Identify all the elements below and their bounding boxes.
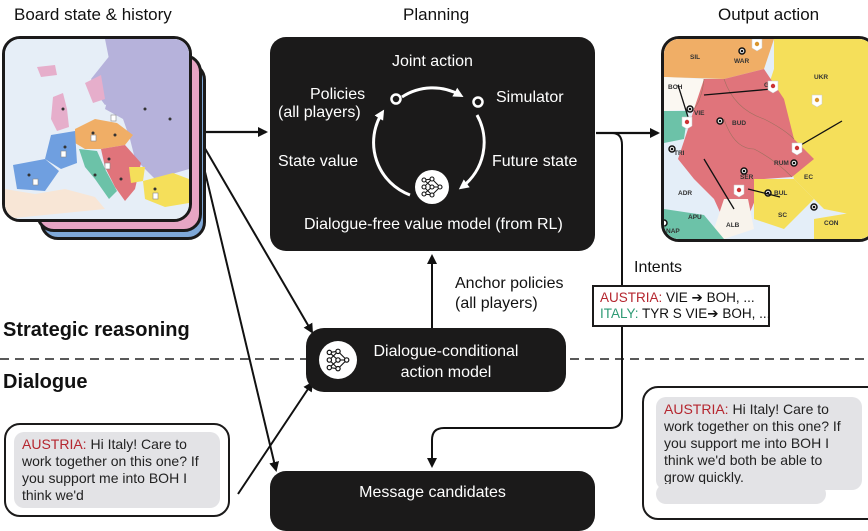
intent-text: TYR S VIE➔ BOH, ...: [638, 306, 771, 321]
italy-region: [664, 209, 724, 239]
planning-box: Joint action Policies (all players) Simu…: [270, 37, 595, 251]
planning-heading: Planning: [403, 5, 470, 24]
boh-region: [664, 77, 704, 111]
chat-message-austria: AUSTRIA: Hi Italy! Care to work together…: [14, 432, 220, 508]
arrow-state-value: [372, 109, 411, 197]
england-region: [51, 93, 69, 131]
austria-region: [678, 69, 814, 221]
value-model-label: Dialogue-free value model (from RL): [304, 216, 563, 233]
germany-region: [75, 119, 133, 149]
message-candidates-box: Message candidates: [270, 471, 595, 531]
neural-network-icon: [319, 341, 357, 379]
svg-text:VIE: VIE: [694, 110, 705, 117]
alb-region: [714, 199, 754, 239]
policies-node: [390, 93, 402, 105]
simulator-node: [472, 96, 484, 108]
output-action-heading: Output action: [718, 5, 820, 24]
svg-text:UKR: UKR: [814, 74, 828, 81]
intents-box: AUSTRIA: VIE ➔ BOH, ... ITALY: TYR S VIE…: [592, 285, 770, 327]
chat-message-next: [656, 484, 826, 504]
chat-text: Hi Italy! Care to work together on this …: [664, 401, 841, 485]
chat-message-austria: AUSTRIA: Hi Italy! Care to work together…: [656, 397, 862, 490]
ukr-region: [764, 39, 868, 218]
svg-text:ALB: ALB: [726, 222, 740, 229]
intent-row-italy: ITALY: TYR S VIE➔ BOH, ...: [600, 306, 770, 322]
policies-label: Policies: [310, 86, 366, 103]
france-region: [45, 131, 77, 169]
arrow-board-to-action-model: [195, 132, 314, 334]
arrow-board-to-messages: [195, 133, 280, 472]
future-state-label: Future state: [492, 153, 578, 170]
strategic-reasoning-label: Strategic reasoning: [3, 319, 190, 341]
svg-text:BUD: BUD: [732, 120, 746, 127]
svg-text:WAR: WAR: [734, 58, 749, 65]
dialogue-history-right: AUSTRIA: Hi Italy! Care to work together…: [642, 386, 868, 520]
simulator-label: Simulator: [496, 89, 564, 106]
intent-speaker: ITALY:: [600, 306, 639, 321]
anchor-policies-line1: Anchor policies: [455, 275, 564, 292]
state-value-label: State value: [278, 153, 359, 170]
intents-label: Intents: [634, 259, 683, 276]
action-model-label: Dialogue-conditional action model: [366, 341, 526, 383]
austria-region: [101, 145, 141, 201]
anchor-policies-label: Anchor policies (all players): [455, 274, 564, 314]
action-model-line2: action model: [400, 364, 492, 381]
svg-text:CON: CON: [824, 220, 839, 227]
connector-arrows: [0, 127, 868, 495]
message-candidates-title: Message candidates: [359, 484, 506, 501]
svg-text:NAP: NAP: [666, 228, 680, 235]
svg-text:SER: SER: [740, 174, 754, 181]
anchor-policies-line2: (all players): [455, 295, 538, 312]
arrow-future-state: [458, 114, 486, 190]
svg-text:BUL: BUL: [774, 190, 787, 197]
chat-speaker: AUSTRIA:: [664, 401, 729, 417]
war-sil-region: [664, 39, 774, 79]
svg-text:TRI: TRI: [674, 150, 685, 157]
dialogue-label: Dialogue: [3, 371, 88, 393]
arrow-joint-action: [401, 86, 464, 99]
board-state-map: [2, 36, 192, 222]
svg-text:EC: EC: [804, 174, 813, 181]
svg-text:ADR: ADR: [678, 190, 692, 197]
intent-speaker: AUSTRIA:: [600, 290, 663, 305]
chat-speaker: AUSTRIA:: [22, 436, 87, 452]
neural-network-icon: [415, 170, 449, 204]
action-model-box: Dialogue-conditional action model: [306, 328, 566, 392]
arrow-intents-to-messages: [427, 132, 623, 468]
action-model-line1: Dialogue-conditional: [373, 343, 519, 360]
svg-text:SIL: SIL: [690, 54, 700, 61]
policies-sublabel: (all players): [278, 104, 361, 121]
svg-text:RUM: RUM: [774, 160, 789, 167]
svg-text:SC: SC: [778, 212, 787, 219]
arrow-chat-to-action-model: [237, 381, 314, 495]
intent-row-austria: AUSTRIA: VIE ➔ BOH, ...: [600, 290, 762, 306]
chat-text: Hi Italy! Care to work together on this …: [22, 436, 199, 503]
planning-cycle: [372, 86, 486, 197]
intent-text: VIE ➔ BOH, ...: [662, 290, 755, 305]
board-state-heading: Board state & history: [14, 5, 172, 24]
italy-region: [79, 149, 117, 199]
svg-text:APU: APU: [688, 214, 702, 221]
joint-action-label: Joint action: [392, 53, 473, 70]
dialogue-history-left: AUSTRIA: Hi Italy! Care to work together…: [4, 423, 230, 517]
svg-text:BOH: BOH: [668, 84, 683, 91]
